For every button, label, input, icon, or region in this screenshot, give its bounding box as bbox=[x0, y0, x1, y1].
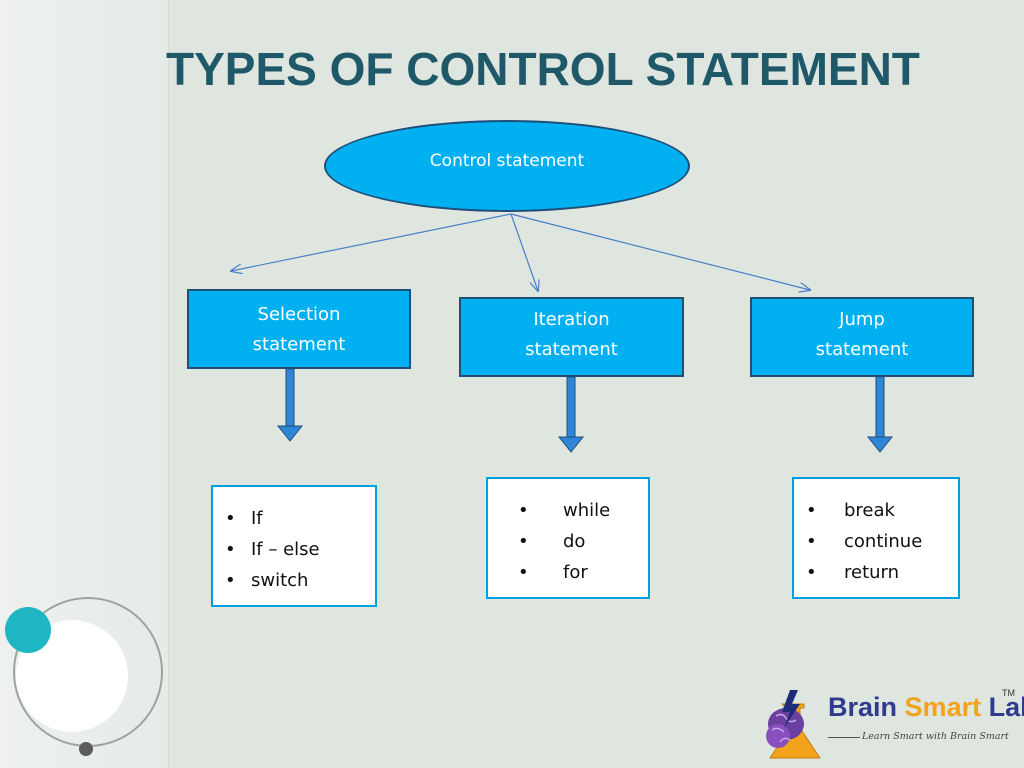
list-item-text: If – else bbox=[251, 539, 320, 560]
root-node-control-statement: Control statement bbox=[324, 120, 690, 212]
list-item-text: switch bbox=[251, 570, 309, 591]
brain-smart-labs-logo: Brain Smart Labs TM Learn Smart with Bra… bbox=[764, 684, 1024, 764]
node-label-line1: Iteration bbox=[533, 309, 610, 330]
connector-arrow-jump bbox=[510, 213, 810, 290]
node-label-line1: Jump bbox=[839, 309, 885, 330]
list-item: • If – else bbox=[213, 534, 375, 565]
list-item-text: return bbox=[844, 562, 900, 583]
logo-word-smart: Smart bbox=[904, 692, 982, 722]
brain-flask-icon bbox=[766, 690, 821, 759]
root-node-label: Control statement bbox=[429, 151, 585, 171]
bullet-icon: • bbox=[806, 531, 817, 552]
bullet-icon: • bbox=[225, 539, 236, 560]
list-item: • If bbox=[213, 503, 375, 534]
list-item-text: while bbox=[563, 500, 611, 521]
list-item: • while bbox=[488, 495, 648, 526]
list-item: • return bbox=[794, 557, 958, 588]
node-selection-statement: Selection statement bbox=[187, 289, 411, 369]
node-label-line2: statement bbox=[525, 339, 618, 360]
bullet-icon: • bbox=[518, 500, 529, 521]
list-item: • switch bbox=[213, 565, 375, 596]
node-iteration-statement: Iteration statement bbox=[459, 297, 684, 377]
bullet-icon: • bbox=[225, 508, 236, 529]
node-label-line2: statement bbox=[815, 339, 909, 360]
block-arrow-jump bbox=[866, 376, 894, 453]
logo-wordmark: Brain Smart Labs bbox=[828, 692, 1024, 723]
list-item-text: do bbox=[563, 531, 586, 552]
node-label-line2: statement bbox=[252, 334, 346, 355]
bullet-icon: • bbox=[518, 531, 529, 552]
slide-title: TYPES OF CONTROL STATEMENT bbox=[166, 43, 920, 95]
bullet-icon: • bbox=[225, 570, 236, 591]
node-label-line1: Selection bbox=[257, 304, 341, 325]
list-item-text: If bbox=[251, 508, 263, 529]
logo-word-labs: Labs bbox=[988, 692, 1024, 722]
list-item: • continue bbox=[794, 526, 958, 557]
block-arrow-selection bbox=[276, 368, 304, 442]
list-iteration-items: • while • do • for bbox=[486, 477, 650, 599]
logo-word-brain: Brain bbox=[828, 692, 898, 722]
logo-trademark: TM bbox=[1002, 688, 1015, 698]
logo-tagline-rule bbox=[828, 737, 860, 738]
list-item-text: for bbox=[563, 562, 588, 583]
block-arrow-iteration bbox=[557, 376, 585, 453]
logo-tagline: Learn Smart with Brain Smart bbox=[862, 731, 1009, 742]
list-item: • for bbox=[488, 557, 648, 588]
decor-white-circle bbox=[16, 620, 128, 732]
bullet-icon: • bbox=[806, 562, 817, 583]
decor-dot bbox=[79, 742, 93, 756]
list-item-text: continue bbox=[844, 531, 923, 552]
list-item: • do bbox=[488, 526, 648, 557]
decor-teal-circle bbox=[5, 607, 51, 653]
list-jump-items: • break • continue • return bbox=[792, 477, 960, 599]
bullet-icon: • bbox=[806, 500, 817, 521]
node-jump-statement: Jump statement bbox=[750, 297, 974, 377]
bullet-icon: • bbox=[518, 562, 529, 583]
list-item-text: break bbox=[844, 500, 895, 521]
list-item: • break bbox=[794, 495, 958, 526]
connector-arrow-iteration bbox=[510, 213, 538, 291]
list-selection-items: • If • If – else • switch bbox=[211, 485, 377, 607]
connector-arrow-selection bbox=[231, 213, 512, 271]
